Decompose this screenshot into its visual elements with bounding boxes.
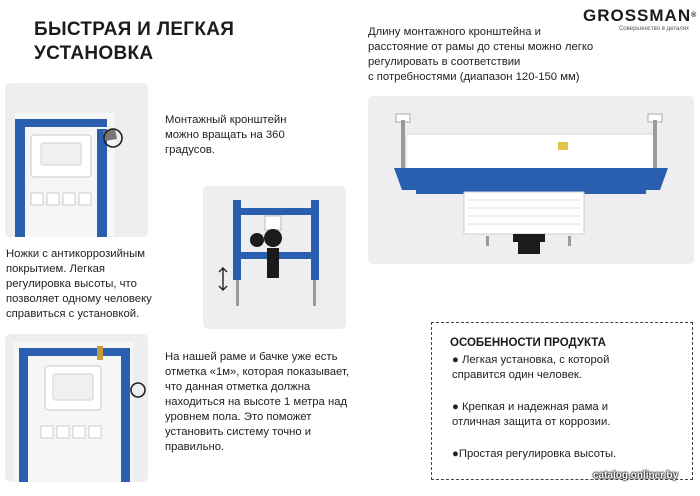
features-title: ОСОБЕННОСТИ ПРОДУКТА	[450, 337, 606, 349]
page-title: БЫСТРАЯ И ЛЕГКАЯ УСТАНОВКА	[34, 18, 234, 66]
caption-legs: Ножки с антикоррозийным покрытием. Легка…	[6, 248, 152, 320]
logo-text: GROSSMAN	[583, 6, 692, 25]
frame-top-view-illustration	[394, 113, 668, 254]
logo-registered: ®	[691, 12, 698, 19]
frame-bracket-illustration	[15, 113, 123, 237]
title-line-1: БЫСТРАЯ И ЛЕГКАЯ	[34, 19, 235, 40]
features-box: ОСОБЕННОСТИ ПРОДУКТА ● Легкая установка,…	[431, 322, 693, 480]
feature-item-installation: ● Легкая установка, с которой справится …	[452, 354, 610, 381]
photo-frame-mark	[5, 334, 148, 482]
watermark: catalog.onliner.by	[593, 470, 679, 481]
caption-mark: На нашей раме и бачке уже есть отметка «…	[165, 351, 349, 453]
photo-frame-bracket	[5, 83, 148, 237]
logo-tagline: Совершенство в деталях	[618, 26, 689, 32]
photo-frame-legs	[203, 186, 346, 329]
title-line-2: УСТАНОВКА	[34, 43, 154, 64]
brand-logo: GROSSMAN® Совершенство в деталях	[583, 6, 698, 36]
frame-mark-illustration	[13, 342, 146, 482]
frame-legs-illustration	[218, 200, 319, 306]
caption-distance: Длину монтажного кронштейна и расстояние…	[368, 26, 594, 83]
feature-item-frame: ● Крепкая и надежная рама и отличная защ…	[452, 401, 611, 428]
feature-item-height: ●Простая регулировка высоты.	[452, 448, 617, 460]
photo-frame-top-view	[368, 96, 694, 264]
caption-bracket: Монтажный кронштейн можно вращать на 360…	[165, 114, 287, 156]
